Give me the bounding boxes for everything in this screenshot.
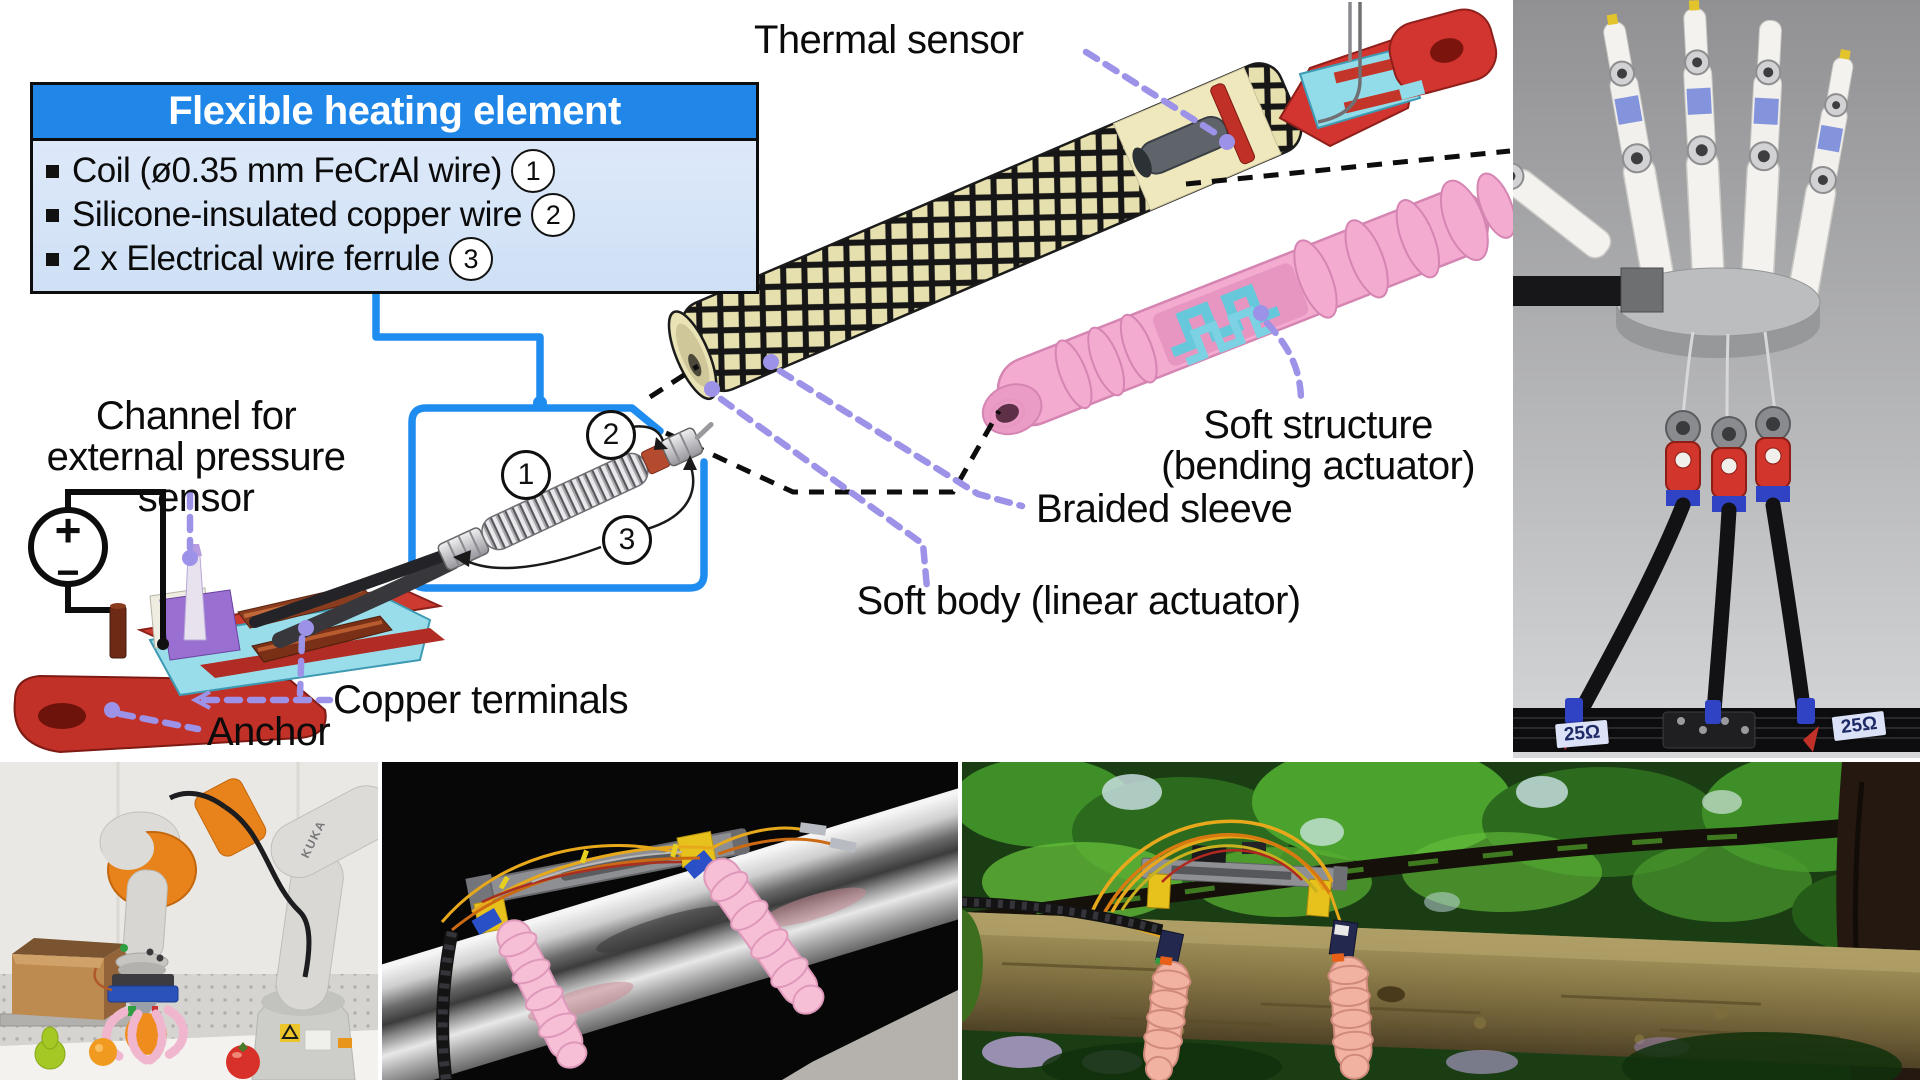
leader-dots — [104, 134, 1269, 718]
climbing-robot — [962, 819, 1374, 1080]
info-box-item: Coil (ø0.35 mm FeCrAl wire) 1 — [43, 149, 748, 193]
braided-cable — [436, 930, 459, 1080]
anchor-end-render — [1278, 2, 1498, 148]
info-box-item: 2 x Electrical wire ferrule 3 — [43, 237, 748, 281]
circled-number: 3 — [448, 237, 493, 281]
pulleys — [1665, 406, 1791, 452]
circled-number: 1 — [510, 149, 555, 193]
voltage-source: + − — [28, 489, 169, 659]
actuator-clevises — [1665, 437, 1791, 512]
info-box-item: Silicone-insulated copper wire 2 — [43, 193, 748, 237]
callout-bracket — [372, 275, 708, 592]
anchor-label: Anchor — [207, 710, 331, 754]
plus-symbol: + — [55, 504, 82, 556]
heating-coil-render — [437, 421, 714, 571]
exploded-view-illustration: + − — [13, 2, 1515, 754]
item-text: 2 x Electrical wire ferrule — [72, 239, 440, 278]
bullet-icon — [46, 164, 59, 178]
callout-2: 2 — [586, 410, 636, 460]
copper-terminals-label: Copper terminals — [333, 678, 629, 722]
thermal-sensor-label: Thermal sensor — [754, 18, 1024, 62]
info-box-title: Flexible heating element — [33, 85, 756, 138]
minus-symbol: − — [56, 551, 79, 595]
info-box-body: Coil (ø0.35 mm FeCrAl wire) 1 Silicone-i… — [33, 138, 756, 291]
soft-gripper-and-fruit — [34, 967, 260, 1079]
flexible-heating-element-box: Flexible heating element Coil (ø0.35 mm … — [30, 82, 759, 294]
kuka-robot-arm — [99, 778, 378, 1080]
lavender-flowers — [982, 1032, 1902, 1080]
bending-actuator-render — [981, 172, 1515, 436]
braided-sleeve-render — [667, 62, 1303, 401]
hand-palm-mount — [1513, 267, 1821, 358]
bullet-icon — [46, 208, 59, 222]
robotic-hand-photo — [1513, 0, 1920, 758]
cardboard-box — [12, 938, 126, 1020]
leader-lines — [116, 48, 1305, 733]
soft-body-label: Soft body (linear actuator) — [856, 579, 1301, 623]
chrome-pipe — [382, 762, 958, 1080]
bullet-icon — [46, 252, 59, 266]
pink-finger-left — [496, 919, 588, 1069]
pink-finger-right — [703, 857, 825, 1015]
channel-pressure-sensor-label: Channel for external pressure sensor — [46, 394, 346, 521]
circled-number: 2 — [530, 193, 575, 237]
log — [962, 908, 1920, 1070]
pipe-grasp-photo — [382, 762, 958, 1080]
gripper-left — [1143, 956, 1192, 1080]
callout-3: 3 — [602, 515, 652, 565]
soft-structure-label: Soft structure (bending actuator) — [1161, 403, 1475, 489]
braided-sleeve-label: Braided sleeve — [1036, 487, 1293, 531]
resistor-label-left: 25Ω — [1555, 719, 1610, 749]
callout-1: 1 — [501, 450, 551, 500]
hand-fingers — [1513, 0, 1854, 314]
gripper-right — [1327, 953, 1374, 1080]
assembly-guide-lines — [648, 148, 1511, 495]
item-text: Coil (ø0.35 mm FeCrAl wire) — [72, 151, 502, 190]
item-text: Silicone-insulated copper wire — [72, 195, 522, 234]
forest-log-climb-photo — [962, 762, 1920, 1080]
callout-arrows — [462, 425, 695, 570]
robot-arm-grasp-photo — [0, 762, 378, 1080]
